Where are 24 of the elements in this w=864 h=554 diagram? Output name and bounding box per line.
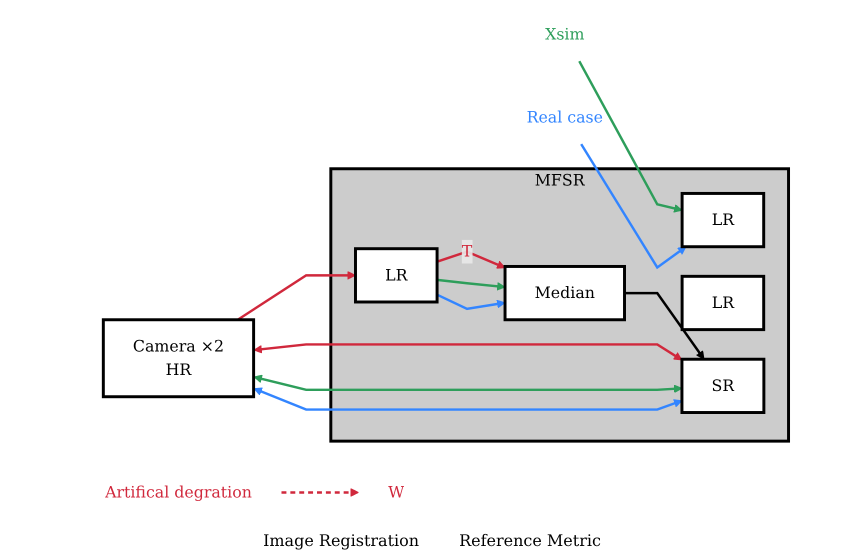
arrow <box>254 387 682 411</box>
node-box: LR <box>680 274 766 332</box>
node-box: LR <box>354 247 439 304</box>
arrow <box>624 292 704 360</box>
note-text: Reference Metric <box>459 531 601 550</box>
node-box: Camera ×2 HR <box>102 318 256 398</box>
arrow <box>436 250 506 269</box>
arrow <box>436 294 506 310</box>
node-box: SR <box>680 358 766 414</box>
note-text: Image Registration <box>263 531 420 550</box>
arrow <box>254 343 682 360</box>
arrow <box>578 60 682 213</box>
node-text: Artifical degration <box>105 482 252 502</box>
node-text: W <box>388 482 404 502</box>
arrow <box>436 278 506 291</box>
arrow <box>237 271 356 321</box>
edge-label: T <box>462 242 472 261</box>
arrow <box>254 374 682 394</box>
node-text: Real case <box>526 108 603 126</box>
node-text: Xsim <box>545 24 584 44</box>
arrow <box>281 488 359 497</box>
node-box: LR <box>680 192 766 248</box>
node-box: Median <box>504 264 626 322</box>
arrow <box>580 143 686 270</box>
